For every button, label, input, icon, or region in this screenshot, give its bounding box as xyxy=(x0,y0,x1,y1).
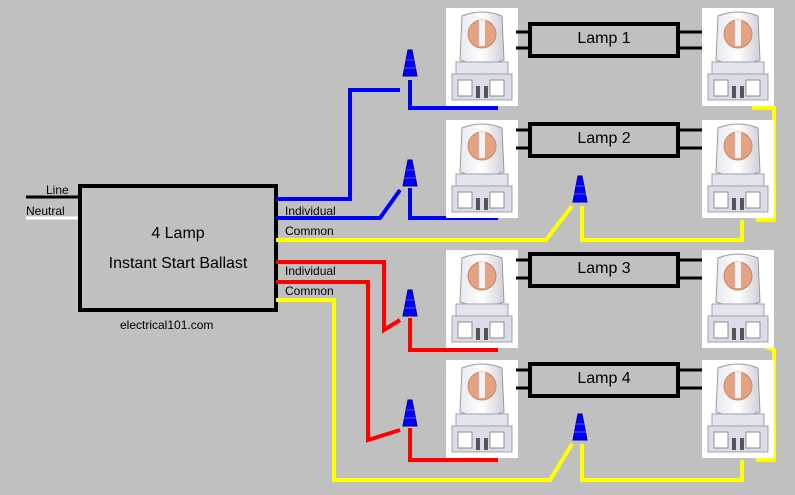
lamp-4-label: Lamp 4 xyxy=(577,370,631,387)
yellow-wire-lamp2-right xyxy=(580,206,744,242)
neutral-label: Neutral xyxy=(26,204,65,218)
lamp-tube xyxy=(528,362,680,398)
ballast-title: 4 Lamp xyxy=(151,225,205,242)
lamp-row-3 xyxy=(445,249,775,349)
lamp-tube xyxy=(528,22,680,58)
blue-common-label: Common xyxy=(285,224,334,238)
credit-text: electrical101.com xyxy=(120,318,214,332)
red-wire-to-nut-4 xyxy=(276,280,401,443)
blue-wire-to-nut-1 xyxy=(276,88,400,201)
lampholder-icon xyxy=(445,7,519,107)
red-common-label: Common xyxy=(285,284,334,298)
wire-nut-icon xyxy=(572,413,588,441)
lamp-row-2 xyxy=(445,119,775,219)
lampholder-icon xyxy=(701,7,775,107)
lampholder-icon xyxy=(701,249,775,349)
line-label: Line xyxy=(46,183,69,197)
lampholder-icon xyxy=(701,359,775,459)
blue-individual-label: Individual xyxy=(285,204,336,218)
lamp-row-1 xyxy=(445,7,775,107)
ballast-subtitle: Instant Start Ballast xyxy=(108,255,248,272)
blue-wire-to-nut-2 xyxy=(276,188,402,220)
lamp-row-4 xyxy=(445,359,775,459)
ballast-box xyxy=(78,184,278,312)
lamp-tube xyxy=(528,252,680,288)
lampholder-icon xyxy=(445,359,519,459)
wire-nut-icon xyxy=(402,49,418,77)
lampholder-icon xyxy=(701,119,775,219)
lamp-3-label: Lamp 3 xyxy=(577,260,631,277)
lampholder-icon xyxy=(445,119,519,219)
wire-nut-icon xyxy=(402,289,418,317)
lamp-2-label: Lamp 2 xyxy=(577,130,631,147)
wire-nut-icon xyxy=(402,399,418,427)
yellow-common-wire-2 xyxy=(276,298,574,482)
yellow-common-wire-1 xyxy=(276,204,574,242)
red-individual-label: Individual xyxy=(285,264,336,278)
lamp-1-label: Lamp 1 xyxy=(577,30,631,47)
red-wire-to-nut-3 xyxy=(276,260,402,334)
wire-nut-icon xyxy=(572,175,588,203)
yellow-wire-lamp4-right xyxy=(580,444,744,482)
lamp-tube xyxy=(528,122,680,158)
yellow-jumper-lamp1-lamp2 xyxy=(752,98,776,222)
wire-nut-icon xyxy=(402,159,418,187)
lampholder-icon xyxy=(445,249,519,349)
